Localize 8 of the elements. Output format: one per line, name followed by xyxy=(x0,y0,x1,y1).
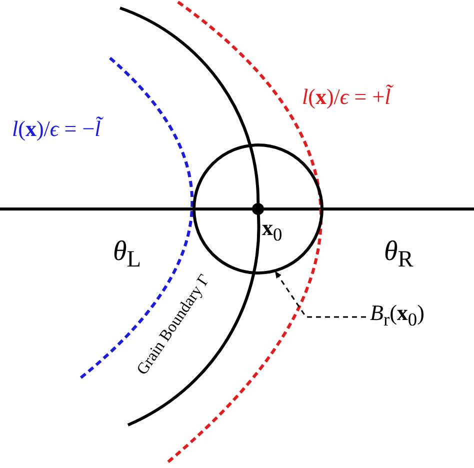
equation-label: l(x)/ϵ = −l̃ xyxy=(12,118,101,140)
ball-circle xyxy=(192,144,324,274)
point-label: x$_{0}$ xyxy=(262,217,282,244)
region-label: θ$_{R}$ xyxy=(384,238,414,272)
math-label: B$_{r}$(x$_{0}$) xyxy=(370,302,424,329)
equation-label: l(x)/ϵ = +l̃ xyxy=(302,86,391,108)
region-label: θ$_{L}$ xyxy=(113,238,142,272)
leader-line xyxy=(274,270,366,318)
